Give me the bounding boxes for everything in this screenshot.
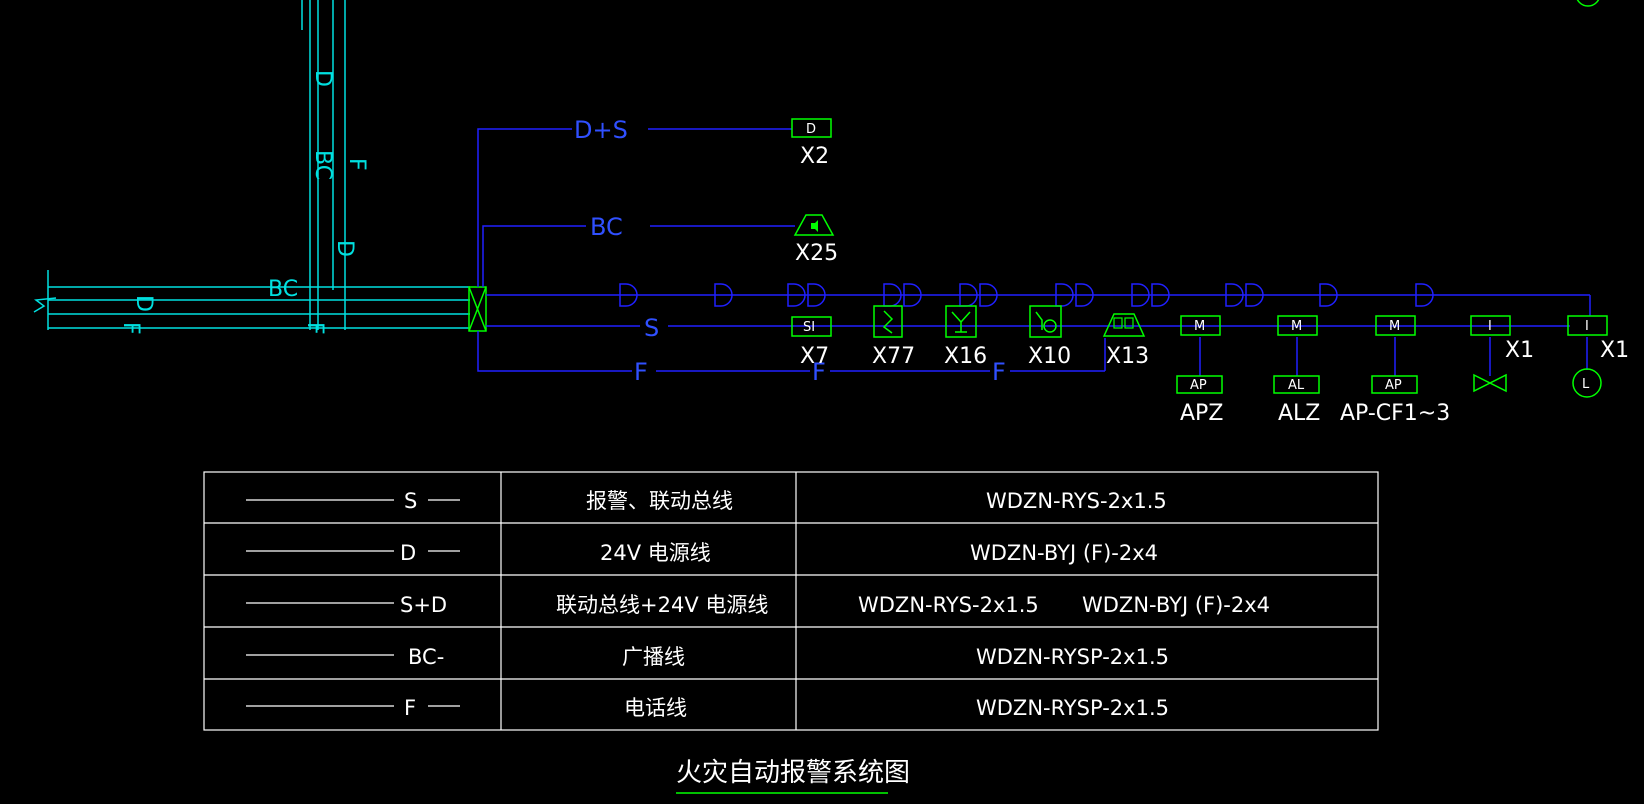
- device-x7-label: X7: [800, 344, 829, 369]
- legend-row-2-symbol: D: [400, 541, 416, 565]
- riser-label-d-top: D: [310, 70, 335, 87]
- riser-label-bc: BC: [310, 150, 335, 180]
- line-label-f-1: F: [634, 358, 648, 386]
- device-x2-box-text: D: [806, 122, 816, 137]
- module-ap-cf-sub-text: AP: [1385, 378, 1402, 393]
- module-apz-sub-text: AP: [1190, 378, 1207, 393]
- module-apz-box-text: M: [1194, 319, 1205, 334]
- feed-label-bc: BC: [268, 277, 298, 302]
- legend-row-1-symbol: S: [404, 489, 417, 513]
- legend-row-5-name: 电话线: [624, 696, 687, 720]
- device-x77: X77: [872, 305, 915, 369]
- device-x7-box-text: SI: [803, 320, 815, 335]
- riser-labels: D BC F D: [310, 70, 369, 257]
- module-x1-lamp: I L X1: [1567, 315, 1629, 398]
- device-x77-label: X77: [872, 344, 915, 369]
- d-bus-markers: [619, 283, 1434, 307]
- module-alz-sub-text: AL: [1288, 378, 1305, 393]
- device-x25-label: X25: [795, 241, 838, 266]
- line-label-f-3: F: [992, 358, 1006, 386]
- legend-row-1-name: 报警、联动总线: [586, 489, 733, 513]
- riser-label-f: F: [344, 158, 369, 171]
- riser-label-d-low: D: [332, 240, 357, 257]
- junction-box: [468, 286, 487, 332]
- legend-row-3-symbol: S+D: [400, 593, 447, 617]
- legend-row-2-name: 24V 电源线: [600, 541, 711, 565]
- device-x7: SI X7: [791, 316, 832, 369]
- device-x13: X13: [1102, 313, 1149, 369]
- legend-row-4-symbol: BC-: [408, 645, 444, 669]
- bus-lines: [477, 128, 1591, 376]
- module-ap-cf: M AP AP-CF1~3: [1340, 315, 1450, 426]
- module-alz-label: ALZ: [1278, 401, 1320, 426]
- feed-label-d: D: [131, 295, 156, 312]
- feed-label-f: F: [118, 322, 143, 335]
- top-right-partial-circle: [1576, 0, 1600, 7]
- module-apz-label: APZ: [1180, 401, 1223, 426]
- device-x25: X25: [793, 214, 838, 266]
- legend-table: [203, 471, 1379, 731]
- module-apz: M AP APZ: [1176, 315, 1223, 426]
- line-label-d-plus-s: D+S: [574, 116, 628, 144]
- line-label-bc: BC: [590, 213, 623, 241]
- drawing-title: 火灾自动报警系统图: [676, 758, 910, 788]
- module-alz: M AL ALZ: [1273, 315, 1320, 426]
- legend-row-2-spec: WDZN-BYJ (F)-2x4: [970, 541, 1158, 565]
- module-alz-box-text: M: [1291, 319, 1302, 334]
- device-x16-label: X16: [944, 344, 987, 369]
- line-label-f-2: F: [812, 358, 826, 386]
- module-x1-lamp-box-text: I: [1585, 319, 1589, 334]
- legend-row-3-spec2: WDZN-BYJ (F)-2x4: [1082, 593, 1270, 617]
- device-x10: X10: [1028, 305, 1071, 369]
- horizontal-feed: [33, 270, 470, 330]
- device-x10-label: X10: [1028, 344, 1071, 369]
- module-ap-cf-box-text: M: [1389, 319, 1400, 334]
- module-x1-lamp-label: X1: [1600, 338, 1629, 363]
- legend-symbol-lines: [246, 499, 460, 707]
- legend-row-4-spec: WDZN-RYSP-2x1.5: [976, 645, 1169, 669]
- module-x1-valve-box-text: I: [1488, 319, 1492, 334]
- device-x2-label: X2: [800, 144, 829, 169]
- legend-row-3-spec: WDZN-RYS-2x1.5: [858, 593, 1039, 617]
- legend-row-5-spec: WDZN-RYSP-2x1.5: [976, 696, 1169, 720]
- legend-row-3-name: 联动总线+24V 电源线: [556, 593, 768, 617]
- legend-row-1-spec: WDZN-RYS-2x1.5: [986, 489, 1167, 513]
- legend-row-5-symbol: F: [404, 696, 416, 720]
- module-x1-lamp-sub-text: L: [1582, 377, 1590, 392]
- device-x2: D X2: [791, 118, 832, 169]
- line-label-s: S: [644, 314, 659, 342]
- device-x13-label: X13: [1106, 344, 1149, 369]
- device-x16: X16: [944, 305, 987, 369]
- module-x1-valve-label: X1: [1505, 338, 1534, 363]
- vertical-riser: [301, 0, 346, 330]
- module-x1-valve: I X1: [1470, 315, 1534, 393]
- legend-row-4-name: 广播线: [622, 645, 685, 669]
- module-ap-cf-label: AP-CF1~3: [1340, 401, 1450, 426]
- feed-label-f-right: F: [302, 322, 327, 335]
